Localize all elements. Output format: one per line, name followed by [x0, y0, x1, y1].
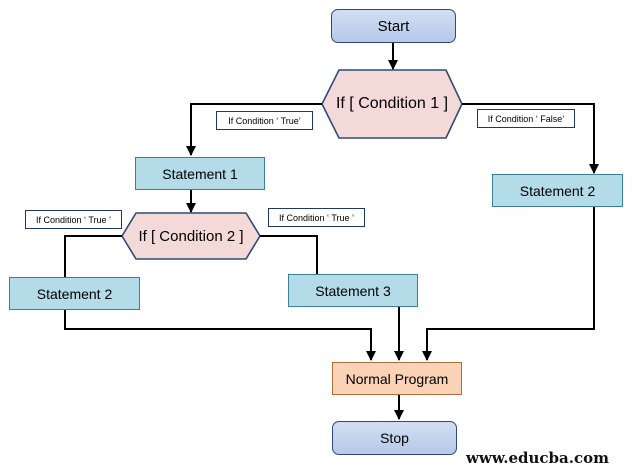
- edge-label-c1-true: If Condition ‘ True’: [216, 111, 313, 130]
- stop-node: Stop: [332, 421, 457, 455]
- condition-2-node: If [ Condition 2 ]: [122, 213, 260, 259]
- edge-label-c2-true-left: If Condition ‘ True ’: [25, 210, 122, 229]
- edge-condition2-left: [64, 235, 122, 277]
- statement-3-label: Statement 3: [315, 282, 391, 299]
- edge-label-c2-true-right: If Condition ‘ True ’: [268, 208, 365, 227]
- statement-2-left-label: Statement 2: [36, 285, 113, 302]
- edge-label-c1-true-text: If Condition ‘ True’: [228, 115, 301, 126]
- edge-condition2-right: [260, 235, 318, 274]
- statement-2-left-node: Statement 2: [9, 277, 140, 310]
- connectors: [64, 42, 599, 420]
- statement-1-node: Statement 1: [135, 157, 265, 190]
- edge-statement2-right-to-normal: [422, 206, 595, 361]
- start-node: Start: [331, 9, 456, 43]
- statement-2-right-node: Statement 2: [492, 174, 623, 207]
- condition-1-node: If [ Condition 1 ]: [322, 70, 462, 138]
- edge-condition1-false: [462, 103, 599, 174]
- statement-1-label: Statement 1: [162, 165, 238, 182]
- start-label: Start: [377, 17, 410, 35]
- normal-program-label: Normal Program: [345, 370, 449, 387]
- edge-condition1-true: [186, 103, 322, 156]
- edge-label-c1-false-text: If Condition ‘ False’: [487, 113, 565, 124]
- statement-2-right-label: Statement 2: [519, 182, 596, 199]
- edge-statement2-left-to-normal: [64, 309, 376, 361]
- stop-label: Stop: [380, 430, 409, 446]
- condition-2-label: If [ Condition 2 ]: [138, 227, 244, 245]
- watermark: www.educba.com: [466, 449, 609, 467]
- statement-3-node: Statement 3: [288, 274, 418, 307]
- edge-label-c2-true-left-text: If Condition ‘ True ’: [35, 214, 112, 225]
- normal-program-node: Normal Program: [332, 362, 462, 395]
- edge-label-c2-true-right-text: If Condition ‘ True ’: [278, 212, 355, 223]
- edge-label-c1-false: If Condition ‘ False’: [477, 109, 575, 128]
- condition-1-label: If [ Condition 1 ]: [335, 95, 449, 112]
